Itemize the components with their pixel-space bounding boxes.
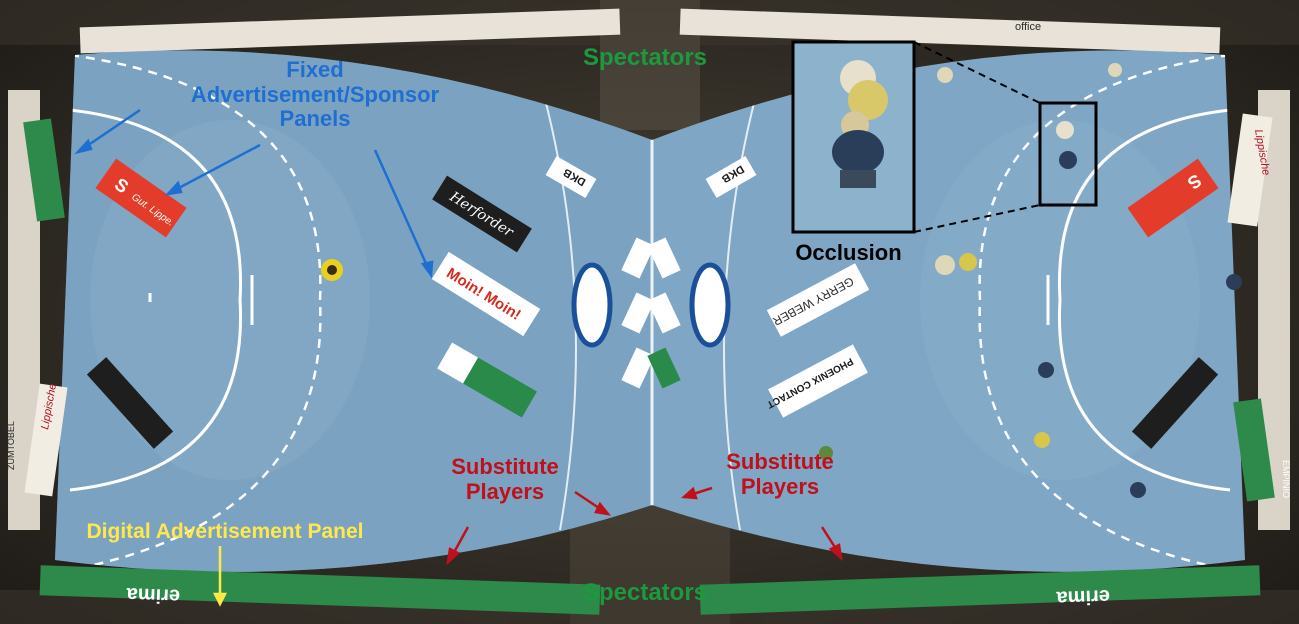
label-sub-right-line-2: Players <box>740 473 820 499</box>
floor-ad-sparkasse-right: S <box>1127 158 1219 238</box>
board-ad-erima-left: erima <box>125 583 180 607</box>
floor-ad-green-panel <box>437 342 537 418</box>
board-ad-zumtobel: ZUMTOBEL <box>6 421 16 470</box>
annotation-arrows <box>74 108 843 607</box>
occlusion-zoom-inset <box>791 40 916 234</box>
label-spectators-top: Spectators <box>582 44 708 71</box>
label-spectators-bottom: Spectators <box>582 579 708 606</box>
label-sub-left-line-1: Substitute <box>451 454 559 479</box>
label-occlusion: Occlusion <box>795 240 902 265</box>
label-fixed-line-3: Panels <box>279 106 351 132</box>
floor-ad-dkb-right: DKB <box>705 155 757 199</box>
floor-ad-sparkasse-left: S Gut. Lippe. <box>95 158 187 238</box>
players <box>321 63 1242 498</box>
zoom-connector-bottom <box>913 204 1041 233</box>
floor-ad-dkb-left: DKB <box>545 155 597 199</box>
occlusion-source-box <box>1038 101 1098 207</box>
center-logo-right <box>689 262 731 348</box>
board-ad-office: office <box>1015 21 1041 33</box>
board-ad-erima-right: erima <box>1055 585 1110 609</box>
floor-ad-small-center <box>621 237 681 389</box>
label-sub-right-line-1: Substitute <box>726 449 834 474</box>
floor-ad-dark-left <box>86 357 174 449</box>
label-fixed-line-2: Advertisement/Sponsor <box>190 81 440 107</box>
center-logo-left <box>571 262 613 348</box>
label-fixed-advertisement-panels: Fixed Advertisement/Sponsor Panels <box>160 57 470 132</box>
label-digital-advertisement-panel: Digital Advertisement Panel <box>86 520 364 543</box>
floor-ad-dark-right <box>1131 357 1219 449</box>
label-sub-left-line-2: Players <box>465 478 545 504</box>
label-substitutes-right: Substitute Players <box>700 449 860 499</box>
perimeter-boards <box>8 8 1290 615</box>
label-substitutes-left: Substitute Players <box>425 454 585 504</box>
board-ad-empinio: EMPINIO <box>1281 460 1291 498</box>
label-fixed-line-1: Fixed <box>286 57 344 82</box>
